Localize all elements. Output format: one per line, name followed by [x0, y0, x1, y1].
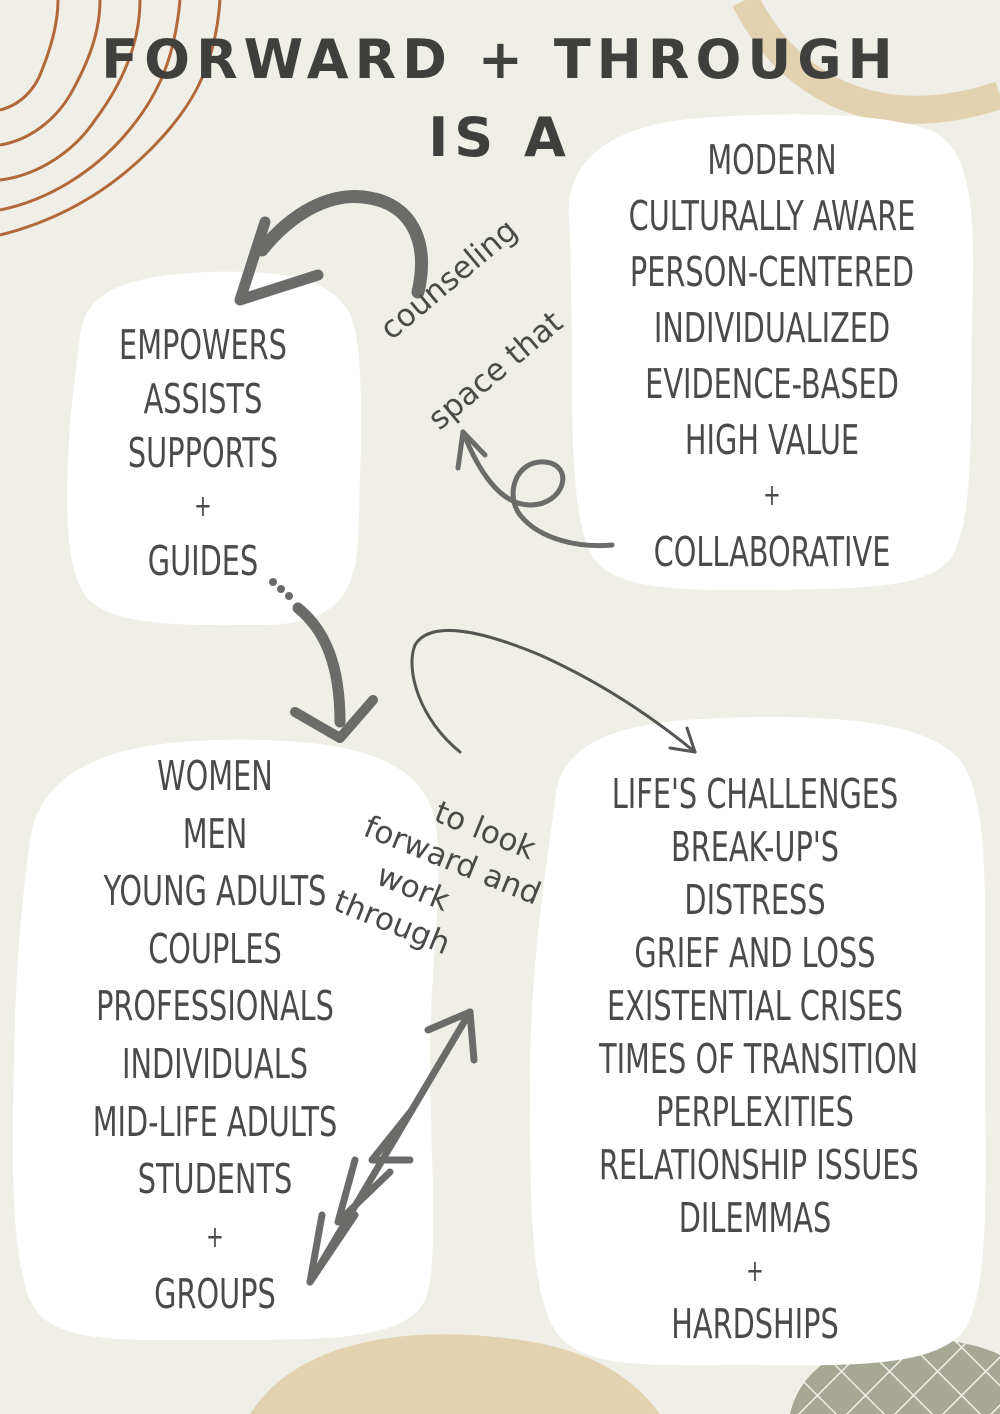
challenges-blob [530, 716, 986, 1366]
topographic-lines-decoration [0, 0, 222, 237]
action-item: ASSISTS [143, 375, 263, 423]
client-item: MID-LIFE ADULTS [92, 1097, 338, 1146]
challenge-item: LIFE'S CHALLENGES [611, 770, 899, 818]
quality-item: EVIDENCE-BASED [645, 360, 899, 408]
title-line-1: FORWARD + THROUGH [101, 28, 899, 91]
challenge-item-last: HARDSHIPS [671, 1300, 839, 1348]
client-item: INDIVIDUALS [122, 1039, 308, 1088]
clients-list: WOMEN MEN YOUNG ADULTS COUPLES PROFESSIO… [15, 748, 415, 1324]
feather-arrow [306, 1008, 478, 1286]
client-item: MEN [182, 809, 248, 858]
quality-item: HIGH VALUE [684, 416, 860, 464]
challenges-list: LIFE'S CHALLENGES BREAK-UP'S DISTRESS GR… [555, 768, 955, 1351]
quality-item: MODERN [707, 136, 837, 184]
quality-item: CULTURALLY AWARE [628, 192, 916, 240]
arrow-to-clients [290, 602, 378, 743]
challenge-item: PERPLEXITIES [656, 1088, 854, 1136]
action-item-last: GUIDES [147, 537, 259, 585]
plus-sign: + [746, 1254, 764, 1289]
plus-sign: + [763, 478, 781, 513]
qualities-list: MODERN CULTURALLY AWARE PERSON-CENTERED … [572, 132, 972, 580]
client-item: STUDENTS [137, 1155, 293, 1204]
challenge-item: GRIEF AND LOSS [634, 929, 876, 977]
qualities-blob [568, 114, 974, 591]
action-item: SUPPORTS [127, 429, 279, 477]
arrow-to-actions [234, 190, 428, 306]
challenge-item: RELATIONSHIP ISSUES [599, 1141, 919, 1189]
actions-list: EMPOWERS ASSISTS SUPPORTS + GUIDES [82, 318, 324, 588]
client-item-last: GROUPS [154, 1270, 276, 1319]
action-item: EMPOWERS [119, 321, 287, 369]
client-item: COUPLES [148, 924, 282, 973]
plus-sign: + [194, 489, 212, 524]
challenge-item: DILEMMAS [678, 1194, 832, 1242]
sand-arc-decoration [732, 0, 1000, 124]
arrow-to-counseling [455, 429, 615, 549]
client-item: YOUNG ADULTS [103, 867, 327, 916]
arrow-to-challenges [410, 629, 697, 754]
challenge-item: EXISTENTIAL CRISES [606, 982, 904, 1030]
quality-item: INDIVIDUALIZED [653, 304, 891, 352]
ellipsis-dots [269, 578, 293, 600]
challenge-item: DISTRESS [684, 876, 826, 924]
quality-item: PERSON-CENTERED [629, 248, 915, 296]
client-item: PROFESSIONALS [96, 982, 334, 1031]
sand-mound-decoration [250, 1334, 660, 1414]
challenge-item: TIMES OF TRANSITION [599, 1035, 919, 1083]
client-item: WOMEN [157, 752, 273, 800]
quality-item-last: COLLABORATIVE [653, 528, 891, 576]
challenge-item: BREAK-UP'S [670, 823, 840, 871]
title-line-2: IS A [428, 106, 572, 169]
clients-blob [12, 739, 439, 1341]
plus-sign: + [206, 1219, 224, 1255]
actions-blob [67, 271, 362, 626]
